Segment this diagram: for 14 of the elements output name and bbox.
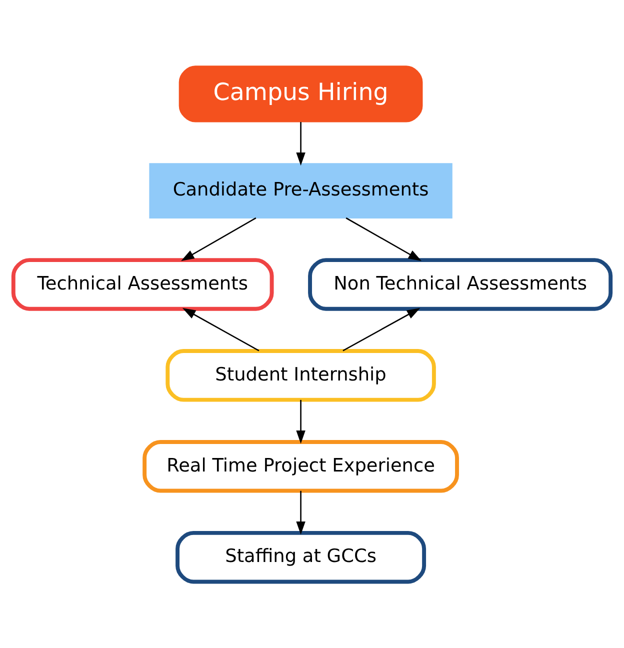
- arrow: [342, 308, 420, 352]
- node-box: Non Technical Assessments: [308, 258, 613, 311]
- node-box: Real Time Project Experience: [142, 440, 459, 493]
- arrow: [182, 308, 260, 352]
- arrow: [181, 217, 256, 262]
- node-box: Student Internship: [166, 349, 436, 402]
- node-box: Campus Hiring: [178, 66, 423, 122]
- node-box: Technical Assessments: [11, 258, 274, 311]
- arrow: [296, 400, 306, 444]
- arrow: [346, 217, 422, 262]
- node-box: Staffing at GCCs: [176, 530, 426, 584]
- arrow: [296, 122, 306, 166]
- node-box: Candidate Pre-Assessments: [149, 163, 452, 219]
- arrow: [296, 490, 306, 535]
